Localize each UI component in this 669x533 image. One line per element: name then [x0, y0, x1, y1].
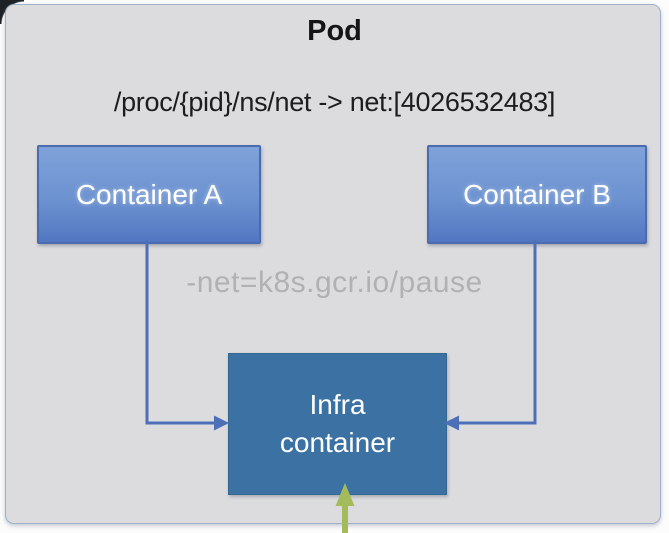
- container-b-label: Container B: [463, 178, 611, 210]
- container-a-label: Container A: [75, 178, 223, 210]
- pause-image-label: -net=k8s.gcr.io/pause: [186, 266, 483, 299]
- infra-container-label: Infra container: [279, 389, 396, 458]
- pod-title: Pod: [307, 15, 362, 47]
- container-b-box: Container B: [427, 145, 647, 244]
- container-a-box: Container A: [37, 145, 261, 244]
- infra-container-box: Infra container: [228, 353, 447, 495]
- network-namespace-path-text: /proc/{pid}/ns/net -> net:[4026532483]: [113, 87, 556, 117]
